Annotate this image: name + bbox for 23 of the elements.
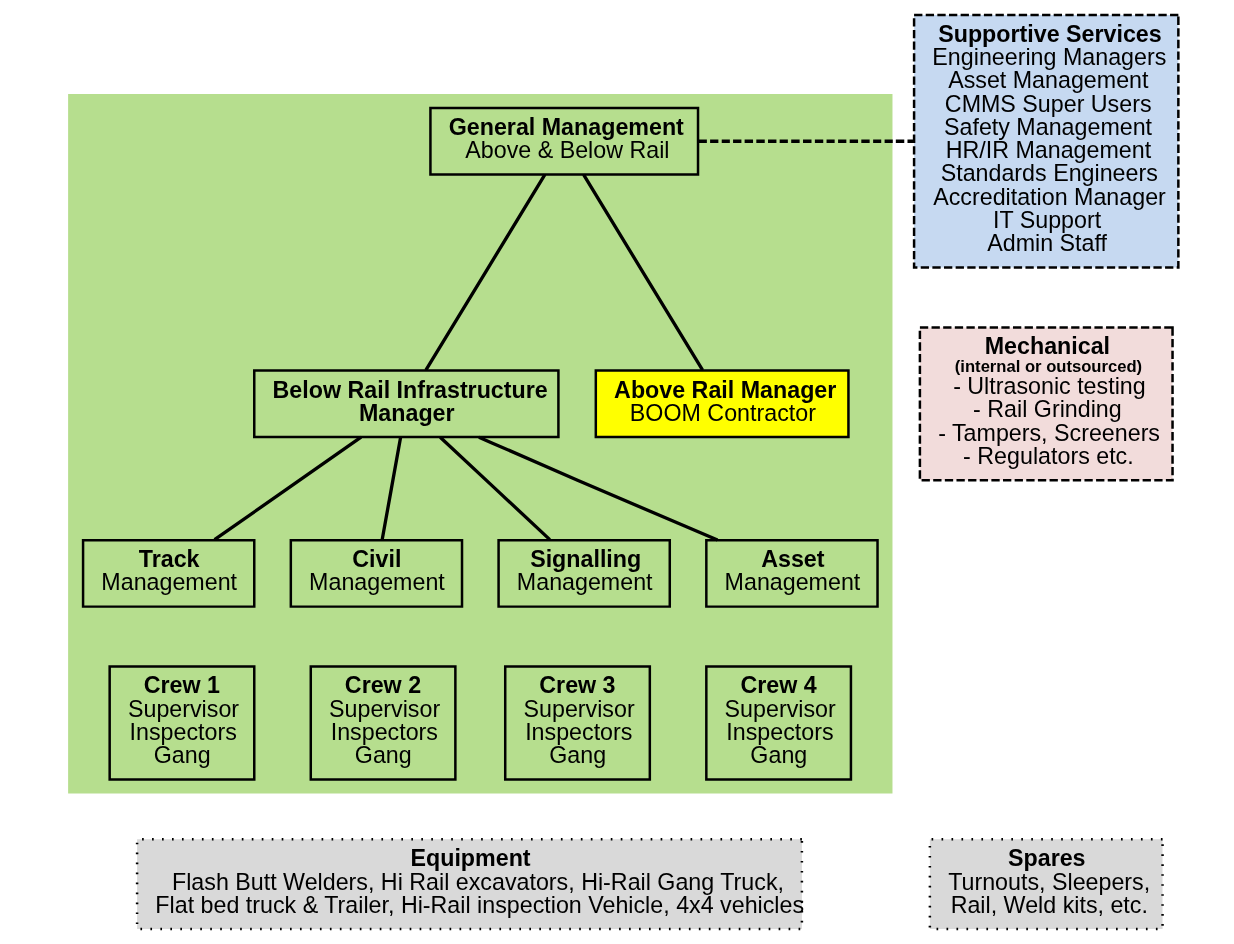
node-box: Asset Management [705, 538, 879, 608]
connector [424, 173, 547, 371]
node-box: Civil Management [289, 538, 464, 608]
connector [582, 173, 705, 371]
node-box: Track Management [81, 538, 256, 608]
node-box: Equipment Flash Butt Welders, Hi Rail excavators, Hi-Rail Gang Truck, Flat bed truck & Trailer, Hi-Rail inspection Vehicle, 4x4 vehicles [135, 838, 804, 931]
node-box: Crew 4 Supervisor Inspectors Gang [705, 665, 853, 781]
connector [698, 139, 914, 143]
connector [213, 435, 363, 541]
cluster [68, 93, 893, 794]
node-box: Crew 2 Supervisor Inspectors Gang [309, 665, 457, 781]
node-box: Signalling Management [497, 538, 671, 608]
connector [439, 435, 551, 541]
node-box: Mechanical (internal or outsourced) - Ultrasonic testing - Rail Grinding - Tampers, Screeners - Regulators etc. [918, 326, 1174, 482]
node-box: General Management Above & Below Rail [429, 106, 700, 176]
connector [478, 435, 719, 542]
node-box: Spares Turnouts, Sleepers, Rail, Weld kits, etc. [928, 838, 1164, 931]
node-box: Below Rail Infrastructure Manager [253, 369, 560, 439]
node-box: Crew 1 Supervisor Inspectors Gang [108, 665, 256, 781]
node-box: Above Rail Manager BOOM Contractor [594, 369, 850, 439]
node-box: Supportive Services Engineering Managers Asset Management CMMS Super Users Safety Management HR/IR Management Standards Engineers Accreditation Manager IT Support Admin Staff [912, 13, 1180, 269]
connector [380, 437, 403, 541]
node-box: Crew 3 Supervisor Inspectors Gang [504, 665, 652, 781]
